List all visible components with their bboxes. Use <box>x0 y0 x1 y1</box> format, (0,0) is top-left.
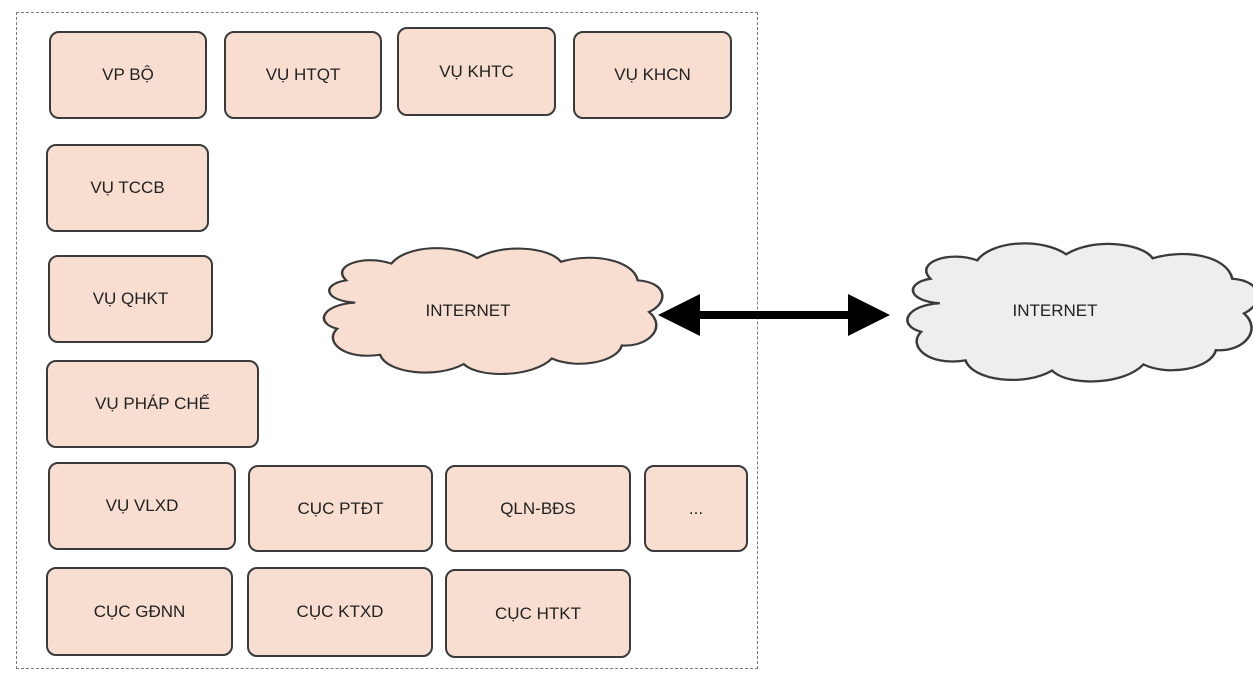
unit-cuc-htkt: CỤC HTKT <box>445 569 631 658</box>
unit-vu-vlxd: VỤ VLXD <box>48 462 236 550</box>
internal-cloud-label: INTERNET <box>426 301 511 320</box>
internal-internet-cloud: INTERNET <box>322 246 664 376</box>
external-cloud-label: INTERNET <box>1013 301 1098 320</box>
unit-vu-khtc: VỤ KHTC <box>397 27 556 116</box>
bidirectional-arrow <box>658 294 890 336</box>
unit-vu-qhkt: VỤ QHKT <box>48 255 213 343</box>
unit-cuc-ktxd: CỤC KTXD <box>247 567 433 657</box>
ministry-network-boundary <box>16 12 758 669</box>
external-internet-cloud: INTERNET <box>906 242 1253 383</box>
unit-vp-bo: VP BỘ <box>49 31 207 119</box>
unit-vu-htqt: VỤ HTQT <box>224 31 382 119</box>
unit-more: ... <box>644 465 748 552</box>
unit-cuc-ptdt: CỤC PTĐT <box>248 465 433 552</box>
unit-qln-bds: QLN-BĐS <box>445 465 631 552</box>
unit-cuc-gdnn: CỤC GĐNN <box>46 567 233 656</box>
unit-vu-phap-che: VỤ PHÁP CHẾ <box>46 360 259 448</box>
unit-vu-khcn: VỤ KHCN <box>573 31 732 119</box>
unit-vu-tccb: VỤ TCCB <box>46 144 209 232</box>
